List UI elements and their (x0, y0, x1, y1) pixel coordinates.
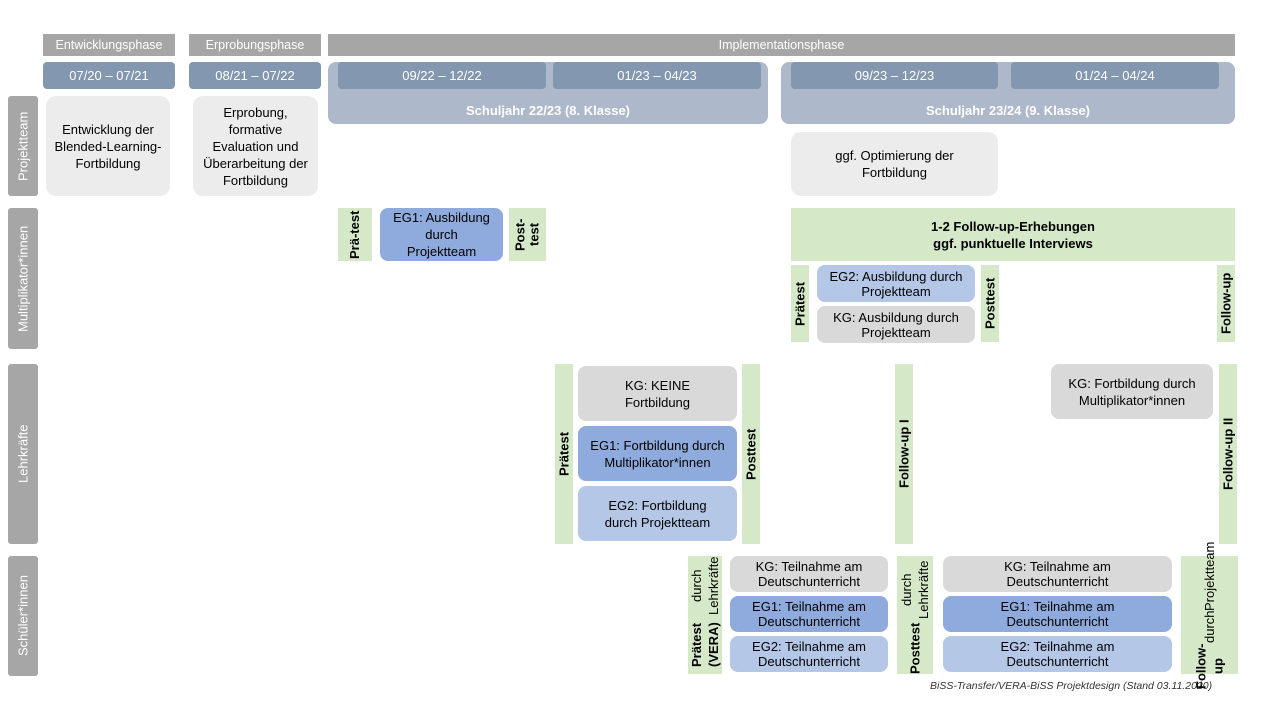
eg1-training-box: EG1: Fortbildung durch Multiplikator*inn… (578, 426, 737, 481)
row-label-schueler: Schüler*innen (8, 556, 38, 676)
date-range: 09/22 – 12/22 (338, 62, 546, 89)
pretest-sub: durch Lehrkräfte (689, 556, 721, 616)
optimization-box: ggf. Optimierung der Fortbildung (791, 132, 998, 196)
posttest-sub: durch Lehrkräfte (899, 560, 931, 619)
followup-sub-2: Projektteam (1202, 541, 1217, 611)
phase-testing: Erprobungsphase (189, 34, 321, 56)
kg-training-box: KG: Fortbildung durch Multiplikator*inne… (1051, 364, 1213, 419)
pretest-box: Prä-test (338, 208, 372, 261)
kg-training-box: KG: Ausbildung durch Projektteam (817, 306, 975, 343)
date-range: 07/20 – 07/21 (43, 62, 175, 89)
kg-class-box: KG: Teilnahme am Deutschunterricht (730, 556, 888, 592)
date-range: 08/21 – 07/22 (189, 62, 321, 89)
followup-line-2: ggf. punktuelle Interviews (933, 235, 1093, 251)
followup-surveys-box: 1-2 Follow-up-Erhebungen ggf. punktuelle… (791, 208, 1235, 261)
eg2-class-box: EG2: Teilnahme am Deutschunterricht (730, 636, 888, 672)
pretest-box: Prätest (791, 265, 809, 342)
testing-box: Erprobung, formative Evaluation und Über… (193, 96, 318, 196)
footer-caption: BiSS-Transfer/VERA-BiSS Projektdesign (S… (930, 680, 1213, 692)
pretest-label: Prätest (VERA) (689, 622, 721, 668)
followup-line-1: 1-2 Follow-up-Erhebungen (931, 218, 1095, 234)
phase-development: Entwicklungsphase (43, 34, 175, 56)
posttest-box: Posttest (981, 265, 999, 342)
eg2-class-box: EG2: Teilnahme am Deutschunterricht (943, 636, 1172, 672)
eg2-training-box: EG2: Fortbildung durch Projektteam (578, 486, 737, 541)
followup-2-box: Follow-up II (1219, 364, 1237, 544)
eg1-class-box: EG1: Teilnahme am Deutschunterricht (943, 596, 1172, 632)
pretest-vera-box: Prätest (VERA) durch Lehrkräfte (688, 556, 722, 674)
row-label-multiplikatoren: Multiplikator*innen (8, 208, 38, 349)
posttest-box: Posttest (742, 364, 760, 544)
date-range: 09/23 – 12/23 (791, 62, 998, 89)
phase-implementation: Implementationsphase (328, 34, 1235, 56)
eg1-training-box: EG1: Ausbildung durch Projektteam (380, 208, 503, 261)
row-label-lehrkraefte: Lehrkräfte (8, 364, 38, 544)
development-box: Entwicklung der Blended-Learning-Fortbil… (46, 96, 170, 196)
kg-no-training-box: KG: KEINE Fortbildung (578, 366, 737, 421)
followup-box: Follow-up durch Projektteam (1181, 541, 1238, 689)
posttest-box: Post-test (509, 208, 546, 261)
pretest-box: Prätest (555, 364, 573, 544)
followup-sub-1: durch (1202, 610, 1217, 644)
followup-1-box: Follow-up I (895, 364, 913, 544)
date-range: 01/23 – 04/23 (553, 62, 761, 89)
eg1-class-box: EG1: Teilnahme am Deutschunterricht (730, 596, 888, 632)
kg-class-box: KG: Teilnahme am Deutschunterricht (943, 556, 1172, 592)
date-range: 01/24 – 04/24 (1011, 62, 1219, 89)
posttest-label: Posttest (907, 622, 923, 674)
posttest-box: Posttest durch Lehrkräfte (897, 556, 933, 674)
row-label-projektteam: Projektteam (8, 96, 38, 196)
followup-box: Follow-up (1217, 265, 1235, 342)
eg2-training-box: EG2: Ausbildung durch Projektteam (817, 265, 975, 302)
